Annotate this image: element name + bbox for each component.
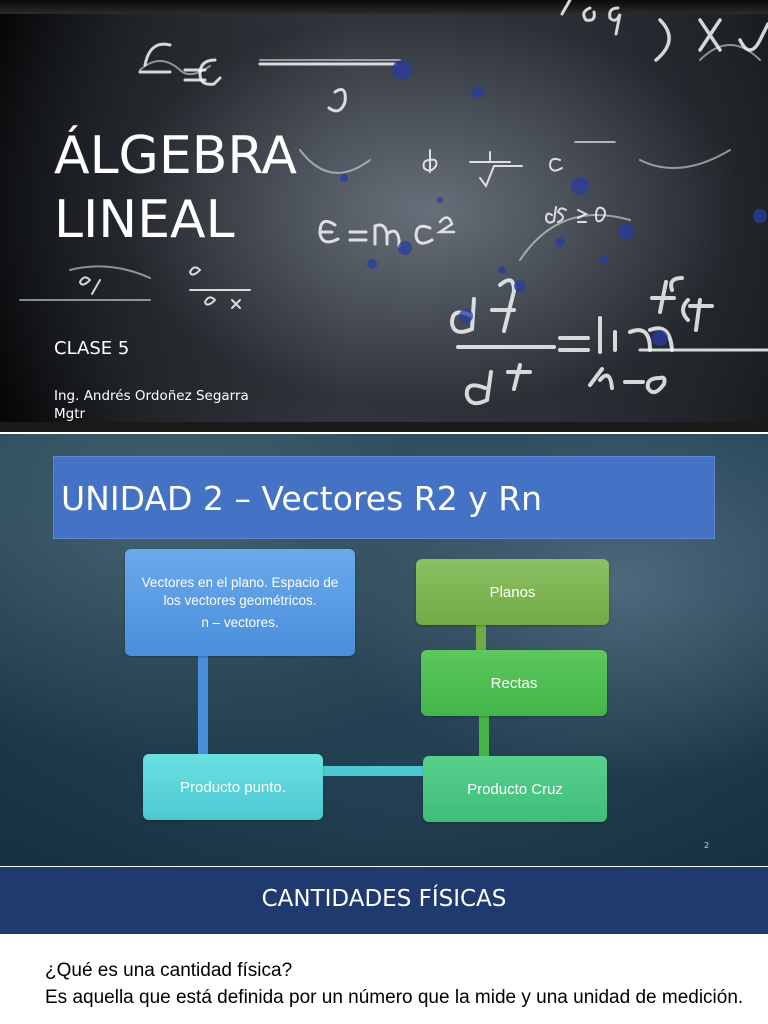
author-block: Ing. Andrés Ordoñez Segarra Mgtr (54, 387, 249, 423)
author-name: Ing. Andrés Ordoñez Segarra (54, 388, 249, 404)
slide-body-text: ¿Qué es una cantidad física? Es aquella … (45, 957, 768, 1011)
diagram-connectors (198, 624, 489, 776)
node-vectores-line-2: los vectores geométricos. (163, 592, 317, 608)
node-producto-cruz: Producto Cruz (423, 756, 607, 822)
section-title: CANTIDADES FÍSICAS (261, 886, 507, 912)
connector-vectores-producto-punto (198, 654, 208, 754)
presentation-title: ÁLGEBRA LINEAL (54, 124, 297, 252)
unit-title: UNIDAD 2 – Vectores R2 y Rn (61, 479, 543, 518)
slide-cantidades-fisicas: CANTIDADES FÍSICAS ¿Qué es una cantidad … (0, 867, 768, 1024)
author-degree: Mgtr (54, 406, 86, 422)
slide-page-number: 2 (704, 841, 710, 850)
slide-title: ÁLGEBRA LINEAL CLASE 5 Ing. Andrés Ordoñ… (0, 0, 768, 432)
title-line-1: ÁLGEBRA (54, 126, 297, 186)
connector-producto-punto-cruz (320, 766, 424, 776)
node-vectores-line-3: n – vectores. (201, 614, 279, 630)
node-vectores-plano: Vectores en el plano. Espacio de los vec… (125, 549, 355, 656)
title-line-2: LINEAL (54, 190, 235, 250)
chalkboard-formulas-image (19, 0, 768, 406)
class-subtitle: CLASE 5 (54, 338, 130, 359)
board-frame-bottom (0, 422, 768, 432)
definition-text: Es aquella que está definida por un núme… (45, 987, 744, 1008)
board-frame-top (0, 0, 768, 14)
node-producto-punto: Producto punto. (143, 754, 323, 820)
node-rectas: Rectas (421, 650, 607, 716)
connector-planos-rectas (476, 624, 486, 652)
section-header: CANTIDADES FÍSICAS (0, 867, 768, 934)
unit-title-banner: UNIDAD 2 – Vectores R2 y Rn (53, 456, 715, 539)
slide-unit-overview: UNIDAD 2 – Vectores R2 y Rn Vectores en … (0, 434, 768, 866)
question-text: ¿Qué es una cantidad física? (45, 960, 293, 981)
node-planos: Planos (416, 559, 609, 625)
connector-rectas-cruz (479, 714, 489, 758)
node-vectores-line-1: Vectores en el plano. Espacio de (141, 574, 339, 590)
